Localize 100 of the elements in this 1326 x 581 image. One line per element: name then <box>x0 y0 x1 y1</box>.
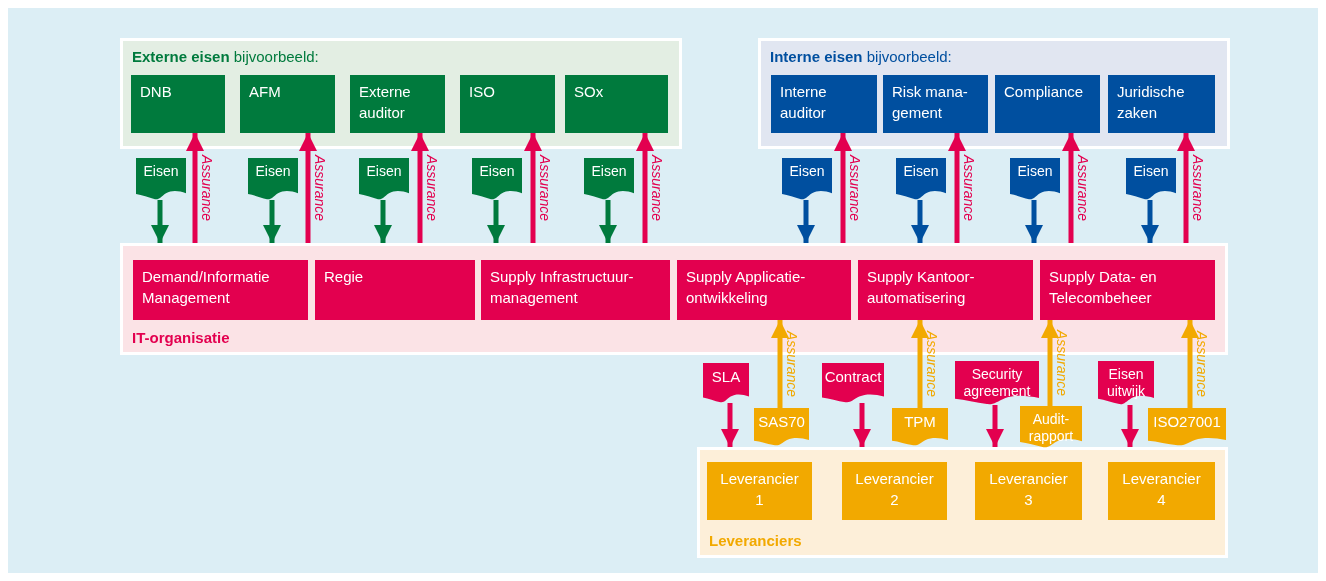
box-label: Leverancier 3 <box>988 469 1069 510</box>
group-title: Interne eisen bijvoorbeeld: <box>770 48 952 65</box>
edge-label: Assurance <box>847 155 863 222</box>
box-label: Risk mana- gement <box>892 83 968 121</box>
category-box <box>133 260 308 320</box>
arrow <box>1041 320 1059 406</box>
document-label: Eisen <box>143 163 179 180</box>
box-label: Leverancier 1 <box>719 469 800 510</box>
category-box <box>707 462 812 520</box>
category-box <box>771 75 877 133</box>
edge-label: Assurance <box>961 155 977 222</box>
category-box <box>883 75 988 133</box>
box-label: Compliance <box>1004 83 1084 100</box>
arrow <box>411 133 429 243</box>
edge-label: Assurance <box>924 331 940 398</box>
arrow <box>186 133 204 243</box>
group-title: IT-organisatie <box>132 329 230 346</box>
document-label: TPM <box>904 413 936 430</box>
category-box <box>995 75 1100 133</box>
category-box <box>975 462 1082 520</box>
box-label: Leverancier 4 <box>1121 469 1202 510</box>
box-label: AFM <box>249 83 281 100</box>
arrow <box>1141 200 1159 243</box>
arrow <box>771 320 789 408</box>
document-label: Security agreement <box>962 366 1032 400</box>
group-panel <box>120 38 682 149</box>
arrow <box>299 133 317 243</box>
box-label: Leverancier 2 <box>854 469 935 510</box>
category-box <box>1108 462 1215 520</box>
document-label: Contract <box>824 368 882 385</box>
box-label: Interne auditor <box>780 83 827 121</box>
document-shape <box>1098 361 1154 405</box>
arrow <box>853 403 871 447</box>
document-label: Eisen uitwijk <box>1105 366 1147 400</box>
box-label: DNB <box>140 83 172 100</box>
document-label: Eisen <box>255 163 291 180</box>
arrow <box>1121 405 1139 447</box>
edge-label: Assurance <box>199 155 215 222</box>
category-box <box>842 462 947 520</box>
category-box <box>481 260 670 320</box>
document-label: ISO27001 <box>1153 413 1221 430</box>
arrow <box>1177 133 1195 243</box>
arrow <box>1181 320 1199 408</box>
edge-label: Assurance <box>1054 330 1070 397</box>
box-label: Supply Kantoor- automatisering <box>867 268 975 306</box>
document-shape <box>955 361 1039 405</box>
document-shape <box>359 158 409 200</box>
document-shape <box>754 408 809 446</box>
document-label: Eisen <box>479 163 515 180</box>
document-shape <box>703 363 749 403</box>
edge-label: Assurance <box>1075 155 1091 222</box>
arrow <box>721 403 739 447</box>
arrow <box>911 200 929 243</box>
document-label: Eisen <box>789 163 825 180</box>
arrow <box>948 133 966 243</box>
box-label: Externe auditor <box>359 83 411 121</box>
group-title: Leveranciers <box>709 532 802 549</box>
arrow <box>797 200 815 243</box>
document-label: SAS70 <box>758 413 805 430</box>
category-box <box>858 260 1033 320</box>
edge-label: Assurance <box>784 331 800 398</box>
group-panel <box>697 447 1228 558</box>
document-shape <box>1010 158 1060 200</box>
document-label: Eisen <box>591 163 627 180</box>
category-box <box>315 260 475 320</box>
box-label: Regie <box>324 268 364 285</box>
edge-label: Assurance <box>1194 331 1210 398</box>
document-shape <box>782 158 832 200</box>
document-label: Eisen <box>366 163 402 180</box>
arrow <box>263 200 281 243</box>
category-box <box>565 75 668 133</box>
arrow <box>151 200 169 243</box>
document-shape <box>584 158 634 200</box>
category-box <box>240 75 335 133</box>
document-shape <box>248 158 298 200</box>
box-label: ISO <box>469 83 495 100</box>
box-label: Demand/Informatie Management <box>142 268 270 306</box>
document-label: Eisen <box>903 163 939 180</box>
edge-label: Assurance <box>1190 155 1206 222</box>
document-label: Eisen <box>1133 163 1169 180</box>
document-shape <box>896 158 946 200</box>
document-shape <box>1148 408 1226 446</box>
category-box <box>1040 260 1215 320</box>
box-label: Supply Data- en Telecombeheer <box>1049 268 1157 306</box>
category-box <box>131 75 225 133</box>
document-shape <box>136 158 186 200</box>
arrow <box>524 133 542 243</box>
arrow <box>911 320 929 408</box>
arrow <box>986 405 1004 447</box>
document-shape <box>472 158 522 200</box>
arrow <box>1025 200 1043 243</box>
arrow <box>374 200 392 243</box>
arrow <box>636 133 654 243</box>
box-label: Juridische zaken <box>1117 83 1185 121</box>
document-shape <box>1126 158 1176 200</box>
edge-label: Assurance <box>424 155 440 222</box>
group-panel <box>758 38 1230 149</box>
arrow <box>599 200 617 243</box>
box-label: Supply Applicatie- ontwikkeling <box>686 268 806 306</box>
document-shape <box>892 408 948 446</box>
